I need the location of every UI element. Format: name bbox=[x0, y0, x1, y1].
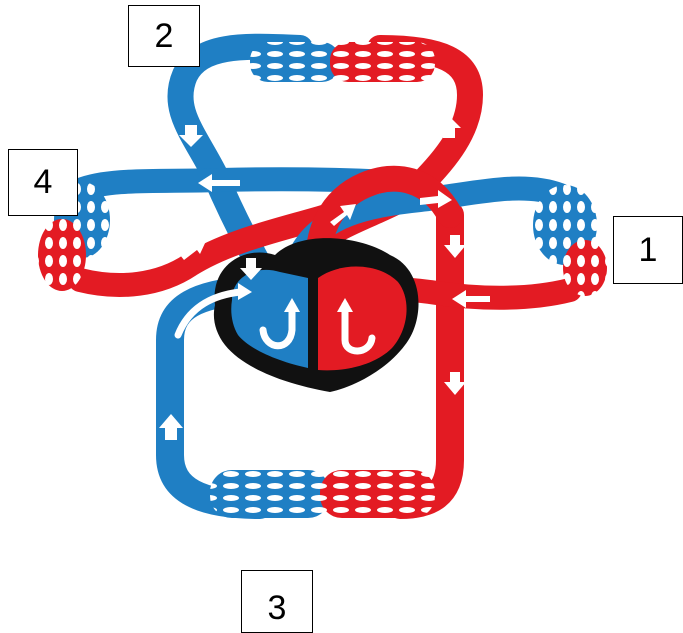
pulmonary-capillary-bed-blue bbox=[250, 42, 340, 82]
label-box-1: 1 bbox=[613, 216, 683, 284]
label-box-2: 2 bbox=[128, 5, 200, 67]
aorta-descending-vessel bbox=[400, 215, 450, 505]
arrow-right-icon bbox=[506, 256, 540, 274]
body-capillary-bed-red bbox=[320, 470, 435, 518]
heart bbox=[214, 238, 419, 392]
label-box-3: 3 bbox=[241, 570, 313, 633]
left-capillary-bed-red bbox=[38, 219, 86, 291]
body-capillary-bed-blue bbox=[210, 470, 330, 518]
label-box-4: 4 bbox=[8, 149, 78, 216]
right-capillary-bed-red bbox=[563, 240, 607, 296]
arrow-left-icon bbox=[112, 230, 150, 250]
pulmonary-capillary-bed-red bbox=[330, 42, 435, 82]
